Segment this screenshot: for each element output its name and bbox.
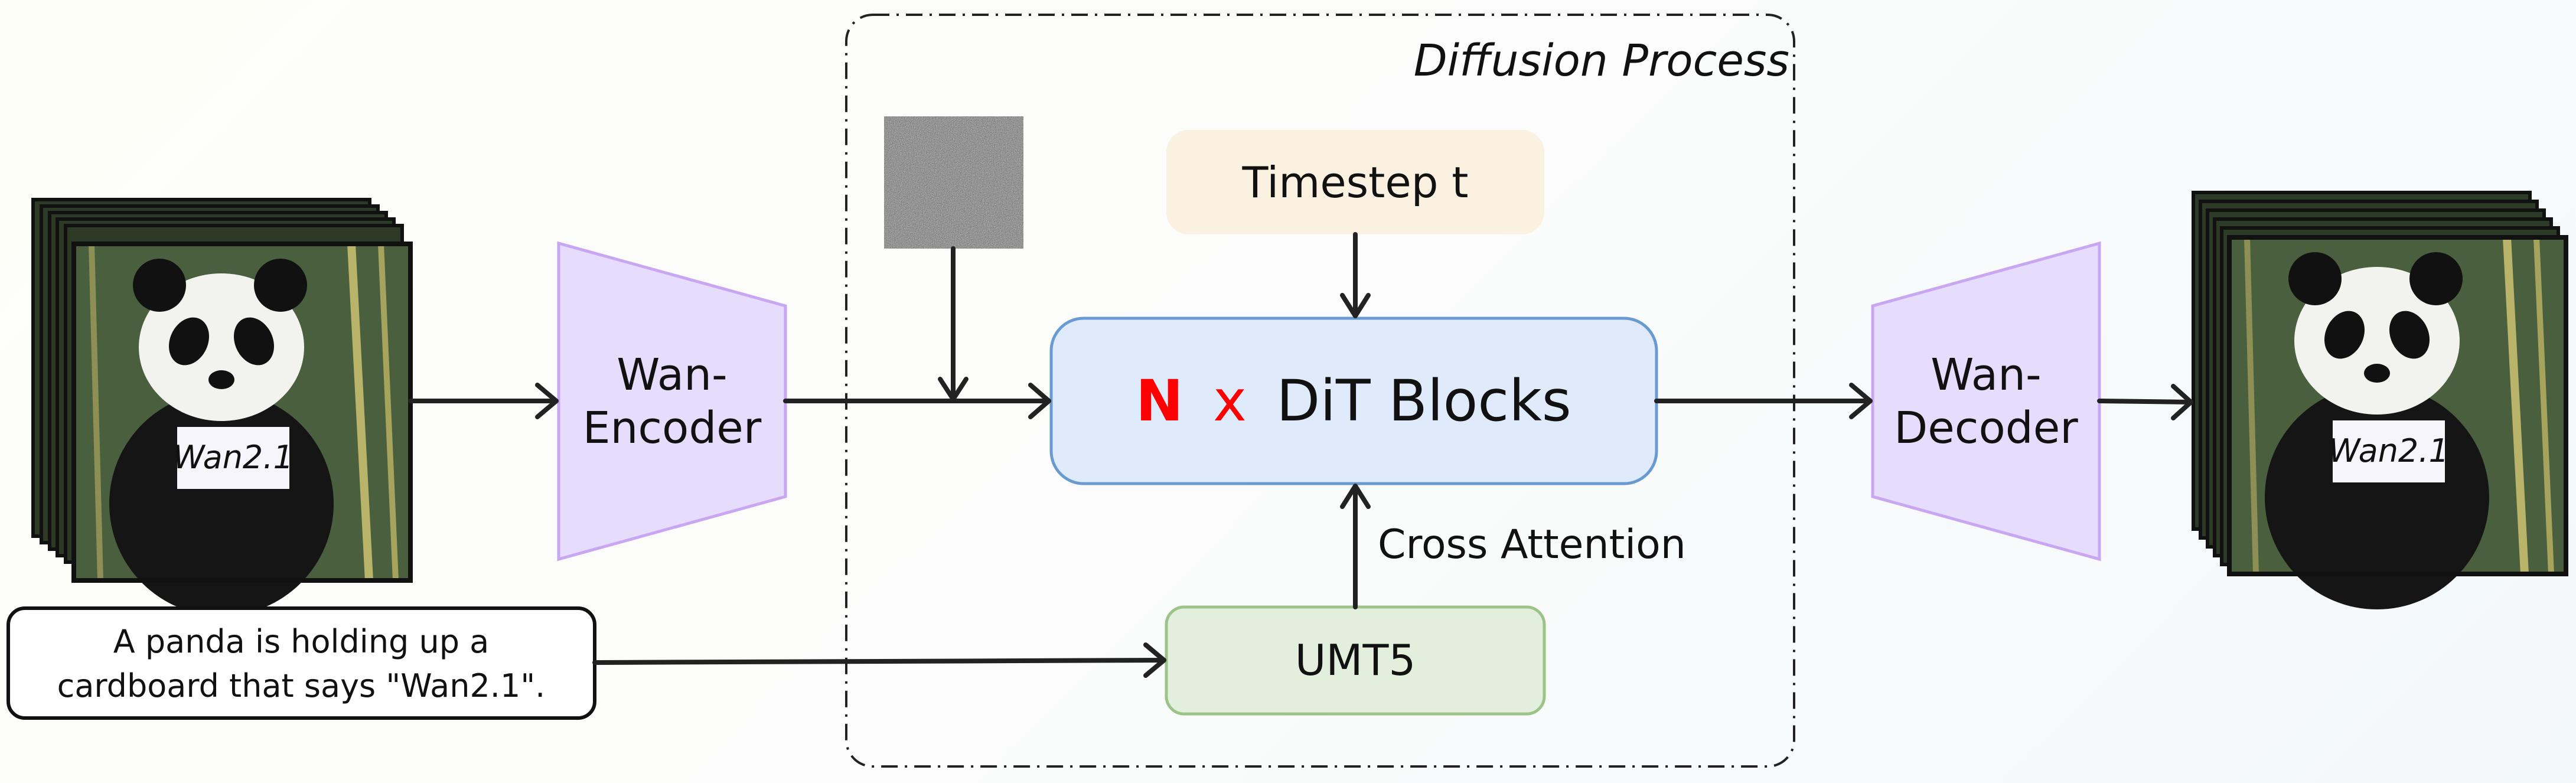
arrow-umt5-to-dit xyxy=(1340,484,1371,609)
timestep-box: Timestep t xyxy=(1166,130,1544,234)
arrow-input-to-encoder xyxy=(408,383,559,419)
arrow-dit-to-decoder xyxy=(1654,383,1873,419)
encoder-label-line2: Encoder xyxy=(583,403,762,454)
dit-n-label: N xyxy=(1136,368,1183,434)
decoder-label-line1: Wan- xyxy=(1931,350,2041,400)
prompt-line-1: A panda is holding up a xyxy=(113,623,490,660)
decoder-label-line2: Decoder xyxy=(1894,403,2078,454)
umt5-label: UMT5 xyxy=(1295,635,1416,685)
noise-image xyxy=(884,116,1023,249)
arrow-noise-to-merge xyxy=(938,246,969,402)
dit-x-label: x xyxy=(1213,368,1247,434)
input-video-frames: Wan2.1 xyxy=(31,198,410,616)
panda-sign-text-output: Wan2.1 xyxy=(2329,432,2449,469)
diffusion-process-container xyxy=(845,14,1795,768)
arrow-decoder-to-output xyxy=(2097,384,2193,420)
arrow-encoder-to-dit xyxy=(783,383,1051,419)
wan-encoder: Wan- Encoder xyxy=(557,241,787,562)
diffusion-process-label: Diffusion Process xyxy=(1414,35,1789,86)
svg-text:N x DiT Blocks: N x DiT Blocks xyxy=(1136,368,1571,434)
dit-blocks-box: N x DiT Blocks xyxy=(1049,317,1658,485)
prompt-line-2: cardboard that says "Wan2.1". xyxy=(57,667,546,704)
output-video-frames: Wan2.1 xyxy=(2192,191,2566,609)
wan-decoder: Wan- Decoder xyxy=(1871,241,2101,562)
timestep-label: Timestep t xyxy=(1241,158,1468,207)
arrow-timestep-to-dit xyxy=(1340,232,1371,318)
encoder-label-line1: Wan- xyxy=(617,350,727,400)
arrow-prompt-to-umt5 xyxy=(592,642,1166,678)
cross-attention-label: Cross Attention xyxy=(1378,521,1686,568)
dit-blocks-label: DiT Blocks xyxy=(1276,368,1571,434)
text-prompt-box: A panda is holding up a cardboard that s… xyxy=(6,606,596,720)
panda-sign-text: Wan2.1 xyxy=(173,439,294,476)
umt5-box: UMT5 xyxy=(1165,605,1546,716)
